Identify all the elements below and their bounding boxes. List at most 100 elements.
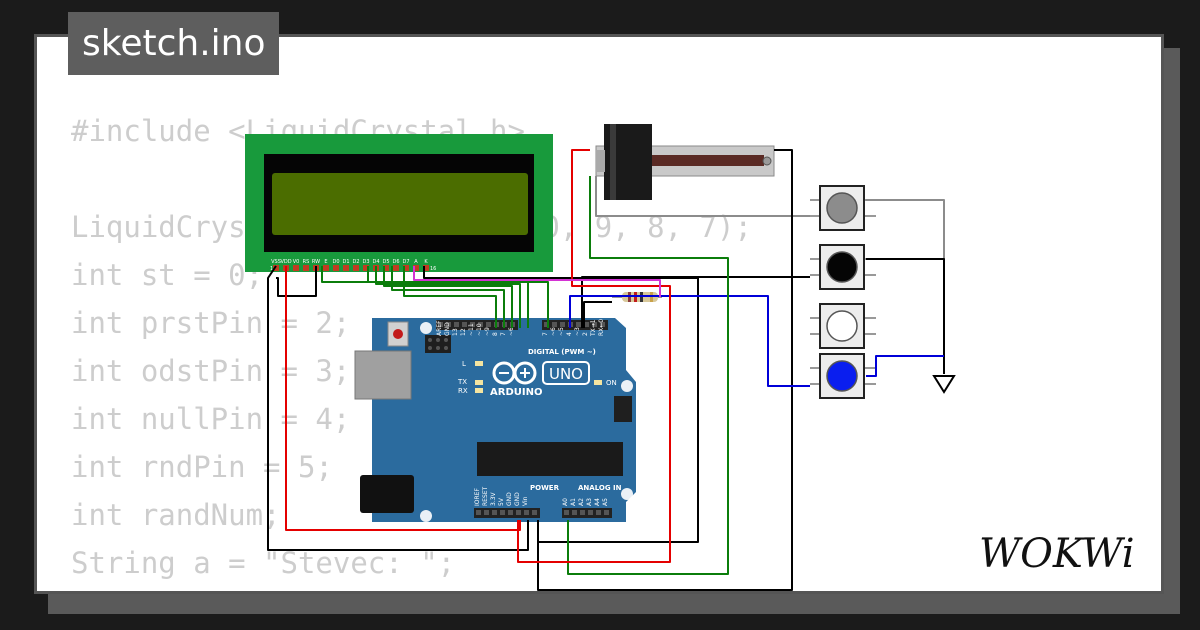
wire-black xyxy=(866,258,945,356)
digital-right-pin[interactable] xyxy=(600,322,605,327)
lcd-pin-label: D3 xyxy=(362,259,369,265)
code-line: int odstPin = 3; xyxy=(71,354,351,388)
power-pin-label: IOREF xyxy=(474,488,481,506)
board-brand: ARDUINO xyxy=(490,387,542,398)
digital-right-pin[interactable] xyxy=(592,322,597,327)
arduino-uno-board[interactable] xyxy=(354,318,636,522)
wire-black xyxy=(276,266,317,297)
power-pin-label: RESET xyxy=(482,486,489,506)
wire-green xyxy=(567,176,729,575)
digital-right-header xyxy=(542,320,608,330)
lcd-display[interactable] xyxy=(245,134,553,272)
analog-pin[interactable] xyxy=(604,510,609,515)
power-pin[interactable] xyxy=(532,510,537,515)
digital-right-pin-label: ~5 xyxy=(558,327,565,336)
digital-left-pin[interactable] xyxy=(446,322,451,327)
wokwi-logo: WOKWi xyxy=(979,531,1135,577)
code-line: int st = 0; xyxy=(71,258,264,292)
power-pin-label: 3.3V xyxy=(490,491,497,506)
lcd-pin[interactable] xyxy=(403,265,409,271)
lcd-pin-number: 16 xyxy=(430,266,436,272)
analog-pin[interactable] xyxy=(572,510,577,515)
power-pin[interactable] xyxy=(500,510,505,515)
wokwi-logo-text: WOKWi xyxy=(979,531,1135,577)
power-pin-label: Vin xyxy=(522,496,529,506)
pushbuttons xyxy=(810,185,876,399)
lcd-pin[interactable] xyxy=(353,265,359,271)
analog-pin[interactable] xyxy=(564,510,569,515)
code-line: int prstPin = 2; xyxy=(71,306,351,340)
power-pin[interactable] xyxy=(516,510,521,515)
file-title: sketch.ino xyxy=(68,12,280,75)
power-pin-label: GND xyxy=(506,492,513,506)
pushbutton-gray[interactable] xyxy=(810,185,876,231)
analog-pin[interactable] xyxy=(596,510,601,515)
pushbutton-blue[interactable] xyxy=(810,353,876,399)
digital-left-pin[interactable] xyxy=(478,322,483,327)
lcd-pin[interactable] xyxy=(383,265,389,271)
power-header xyxy=(474,508,540,518)
power-pin-label: 5V xyxy=(498,497,505,506)
power-pin[interactable] xyxy=(508,510,513,515)
wire-magenta xyxy=(413,266,661,297)
led-label-l: L xyxy=(462,360,466,368)
potentiometer[interactable] xyxy=(595,124,775,200)
wires xyxy=(267,149,945,591)
lcd-pin[interactable] xyxy=(323,265,329,271)
digital-left-pin[interactable] xyxy=(462,322,467,327)
digital-left-pin-label: ~11 xyxy=(468,323,475,336)
lcd-pin-label: VDD xyxy=(280,259,291,265)
digital-right-pin-label: 7 xyxy=(542,332,549,336)
power-pin[interactable] xyxy=(492,510,497,515)
digital-right-pin[interactable] xyxy=(584,322,589,327)
analog-pin[interactable] xyxy=(588,510,593,515)
wire-green xyxy=(383,266,513,328)
lcd-pin[interactable] xyxy=(293,265,299,271)
pushbutton-white[interactable] xyxy=(810,303,876,349)
power-pin[interactable] xyxy=(476,510,481,515)
wire-black xyxy=(267,265,529,551)
digital-left-pin[interactable] xyxy=(454,322,459,327)
power-pin[interactable] xyxy=(484,510,489,515)
wire-black xyxy=(583,301,612,328)
digital-right-pin[interactable] xyxy=(560,322,565,327)
digital-left-header xyxy=(436,320,518,330)
lcd-pin[interactable] xyxy=(393,265,399,271)
lcd-pin-label: K xyxy=(424,259,428,265)
lcd-pin[interactable] xyxy=(303,265,309,271)
digital-right-pin[interactable] xyxy=(552,322,557,327)
digital-right-pin[interactable] xyxy=(576,322,581,327)
wire-green xyxy=(391,266,505,328)
wire-green xyxy=(375,266,521,328)
lcd-pin[interactable] xyxy=(363,265,369,271)
digital-left-pin[interactable] xyxy=(486,322,491,327)
digital-left-pin-label: GND xyxy=(444,322,451,336)
analog-pin-label: A5 xyxy=(602,498,609,506)
board-leds xyxy=(475,361,602,393)
digital-left-pin[interactable] xyxy=(470,322,475,327)
digital-right-pin[interactable] xyxy=(544,322,549,327)
analog-pin[interactable] xyxy=(580,510,585,515)
analog-pin-label: A0 xyxy=(562,498,569,506)
power-pin[interactable] xyxy=(524,510,529,515)
lcd-pin[interactable] xyxy=(343,265,349,271)
usb-connector xyxy=(354,350,412,400)
lcd-pin-label: RW xyxy=(312,259,320,265)
digital-left-pin[interactable] xyxy=(438,322,443,327)
digital-right-pin-label: 2 xyxy=(582,332,589,336)
lcd-pin-label: D4 xyxy=(372,259,379,265)
led-label-rx: RX xyxy=(458,387,468,395)
digital-left-pin-label: 8 xyxy=(492,332,499,336)
power-pin-label: GND xyxy=(514,492,521,506)
lcd-pin[interactable] xyxy=(333,265,339,271)
lcd-pin-label: V0 xyxy=(293,259,300,265)
lcd-pin[interactable] xyxy=(413,265,419,271)
analog-header-label: ANALOG IN xyxy=(578,484,622,492)
lcd-pin[interactable] xyxy=(423,265,429,271)
pushbutton-black[interactable] xyxy=(810,244,876,290)
lcd-pin[interactable] xyxy=(273,265,279,271)
wire-red xyxy=(285,266,521,531)
power-jack xyxy=(360,475,414,513)
